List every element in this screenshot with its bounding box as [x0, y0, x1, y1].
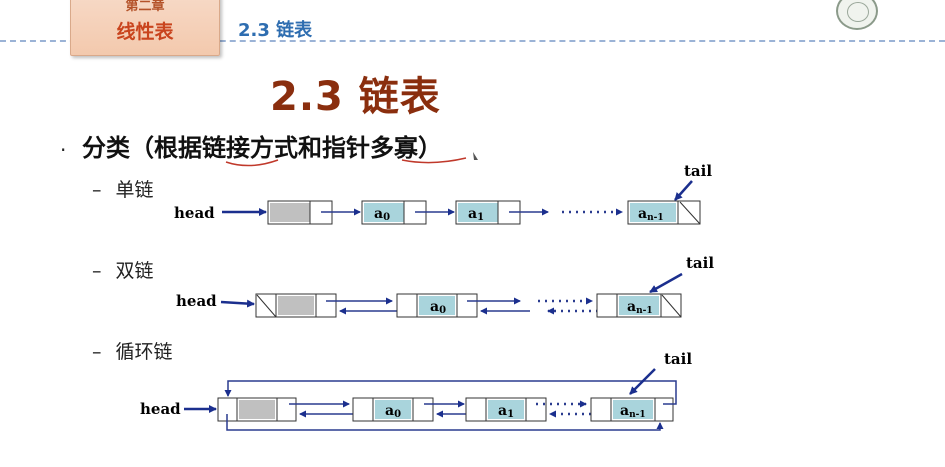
- subitem-label: 单链: [115, 179, 154, 201]
- section-heading: 2.3 链表: [238, 20, 313, 41]
- node-a1: a1: [455, 200, 521, 225]
- annotation-underline: [401, 157, 467, 164]
- node-a1: a1: [465, 397, 547, 422]
- wrap-prev-arrow: [226, 414, 664, 431]
- subitem-label: 双链: [115, 260, 154, 282]
- head-node: [217, 397, 297, 422]
- head-arrow: [220, 299, 255, 308]
- singly-linked-list: head a0 a1: [174, 162, 712, 225]
- node-label: a0: [385, 403, 401, 420]
- dash-icon: –: [92, 341, 102, 363]
- node-an-1: an-1: [596, 293, 682, 318]
- annotation-underline: [225, 159, 279, 167]
- logo-emblem: [847, 2, 869, 22]
- node-a0: a0: [396, 293, 478, 318]
- slide-header: 第二章 线性表 2.3 链表: [0, 0, 945, 56]
- tail-arrow: [674, 180, 693, 201]
- tail-label: tail: [684, 162, 712, 180]
- dash-icon: –: [92, 179, 102, 201]
- node-an-1: an-1: [627, 200, 701, 225]
- head-label: head: [176, 292, 217, 310]
- head-node: [255, 293, 337, 318]
- tail-label: tail: [664, 350, 692, 368]
- mouse-cursor-icon: [473, 152, 478, 160]
- slide-title: 2.3 链表: [270, 74, 441, 120]
- node-label: an-1: [627, 299, 653, 316]
- node-a0: a0: [361, 200, 427, 225]
- circular-linked-list: head a0 a1: [140, 350, 692, 431]
- dash-icon: –: [92, 260, 102, 282]
- chapter-number: 第二章: [125, 0, 165, 14]
- node-an-1: an-1: [590, 397, 674, 422]
- tail-label: tail: [686, 254, 714, 272]
- node-label: an-1: [638, 206, 664, 223]
- subitem-label: 循环链: [115, 341, 173, 363]
- wrap-next-arrow: [224, 380, 677, 405]
- node-label: a1: [498, 403, 514, 420]
- chapter-tab: 第二章 线性表: [70, 0, 220, 56]
- bullet-text: 分类（根据链接方式和指针多寡）: [82, 134, 442, 162]
- node-a0: a0: [352, 397, 434, 422]
- doubly-linked-list: head a0 an-1 tail: [176, 254, 714, 318]
- tail-arrow: [629, 368, 656, 395]
- subitem-circular: –循环链: [92, 337, 173, 364]
- node-label: a1: [468, 206, 484, 223]
- head-label: head: [140, 400, 181, 418]
- header-divider: [0, 40, 945, 42]
- tail-arrow: [649, 272, 683, 294]
- chapter-title: 线性表: [116, 21, 174, 43]
- node-label: a0: [374, 206, 390, 223]
- university-logo: [836, 0, 878, 30]
- subitem-singly: –单链: [92, 175, 154, 202]
- head-label: head: [174, 204, 215, 222]
- node-label: a0: [430, 299, 446, 316]
- subitem-doubly: –双链: [92, 256, 154, 283]
- node-label: an-1: [620, 403, 646, 420]
- bullet-icon: ·: [60, 138, 67, 162]
